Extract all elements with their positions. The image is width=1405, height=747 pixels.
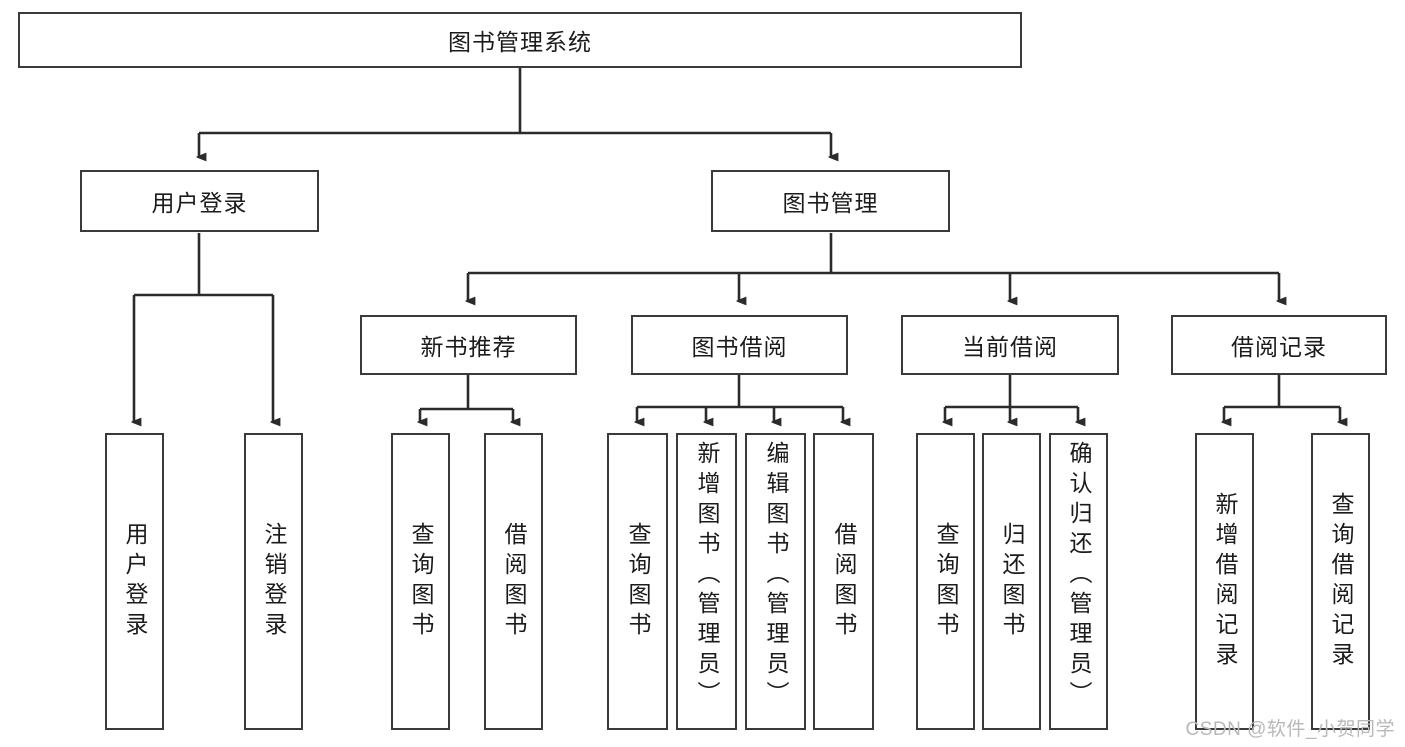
leaf-current-borrow-query[interactable]: 查询图书 (916, 433, 975, 730)
leaf-label: 注销登录 (261, 521, 287, 642)
leaf-label: 查询图书 (933, 521, 959, 642)
leaf-new-book-borrow[interactable]: 借阅图书 (484, 433, 543, 730)
leaf-new-book-query[interactable]: 查询图书 (391, 433, 450, 730)
leaf-book-borrow-borrow[interactable]: 借阅图书 (813, 433, 874, 730)
node-current-borrow-label: 当前借阅 (962, 334, 1058, 360)
leaf-label: 用户登录 (122, 521, 148, 642)
leaf-borrow-record-add[interactable]: 新增借阅记录 (1195, 433, 1254, 730)
node-user-login[interactable]: 用户登录 (80, 170, 319, 232)
node-new-book-recommend[interactable]: 新书推荐 (360, 315, 577, 375)
leaf-label: 查询图书 (408, 521, 434, 642)
leaf-book-borrow-edit[interactable]: 编辑图书（管理员） (745, 433, 806, 730)
leaf-user-login-login[interactable]: 用户登录 (105, 433, 164, 730)
leaf-label: 借阅图书 (831, 521, 857, 642)
leaf-book-borrow-query[interactable]: 查询图书 (607, 433, 668, 730)
leaf-borrow-record-query[interactable]: 查询借阅记录 (1311, 433, 1370, 730)
leaf-current-borrow-return[interactable]: 归还图书 (982, 433, 1041, 730)
leaf-book-borrow-add[interactable]: 新增图书（管理员） (676, 433, 737, 730)
csdn-watermark: CSDN @软件_小贺同学 (1185, 719, 1395, 740)
node-book-management[interactable]: 图书管理 (711, 170, 950, 232)
node-book-borrow[interactable]: 图书借阅 (631, 315, 848, 375)
node-book-borrow-label: 图书借阅 (691, 334, 788, 360)
node-root-label: 图书管理系统 (448, 29, 592, 55)
leaf-current-borrow-confirm[interactable]: 确认归还（管理员） (1049, 433, 1108, 730)
node-root[interactable]: 图书管理系统 (18, 12, 1022, 68)
leaf-label: 确认归还（管理员） (1066, 441, 1092, 711)
node-new-book-recommend-label: 新书推荐 (420, 334, 517, 360)
leaf-label: 借阅图书 (501, 521, 527, 642)
node-user-login-label: 用户登录 (151, 190, 248, 216)
leaf-label: 归还图书 (999, 521, 1025, 642)
node-book-management-label: 图书管理 (782, 190, 879, 216)
node-borrow-record-label: 借阅记录 (1231, 334, 1327, 360)
leaf-user-login-logout[interactable]: 注销登录 (244, 433, 303, 730)
leaf-label: 新增图书（管理员） (694, 441, 720, 711)
leaf-label: 编辑图书（管理员） (763, 441, 789, 711)
node-borrow-record[interactable]: 借阅记录 (1171, 315, 1387, 375)
leaf-label: 查询借阅记录 (1328, 491, 1354, 672)
leaf-label: 新增借阅记录 (1212, 491, 1238, 672)
leaf-label: 查询图书 (625, 521, 651, 642)
node-current-borrow[interactable]: 当前借阅 (901, 315, 1119, 375)
